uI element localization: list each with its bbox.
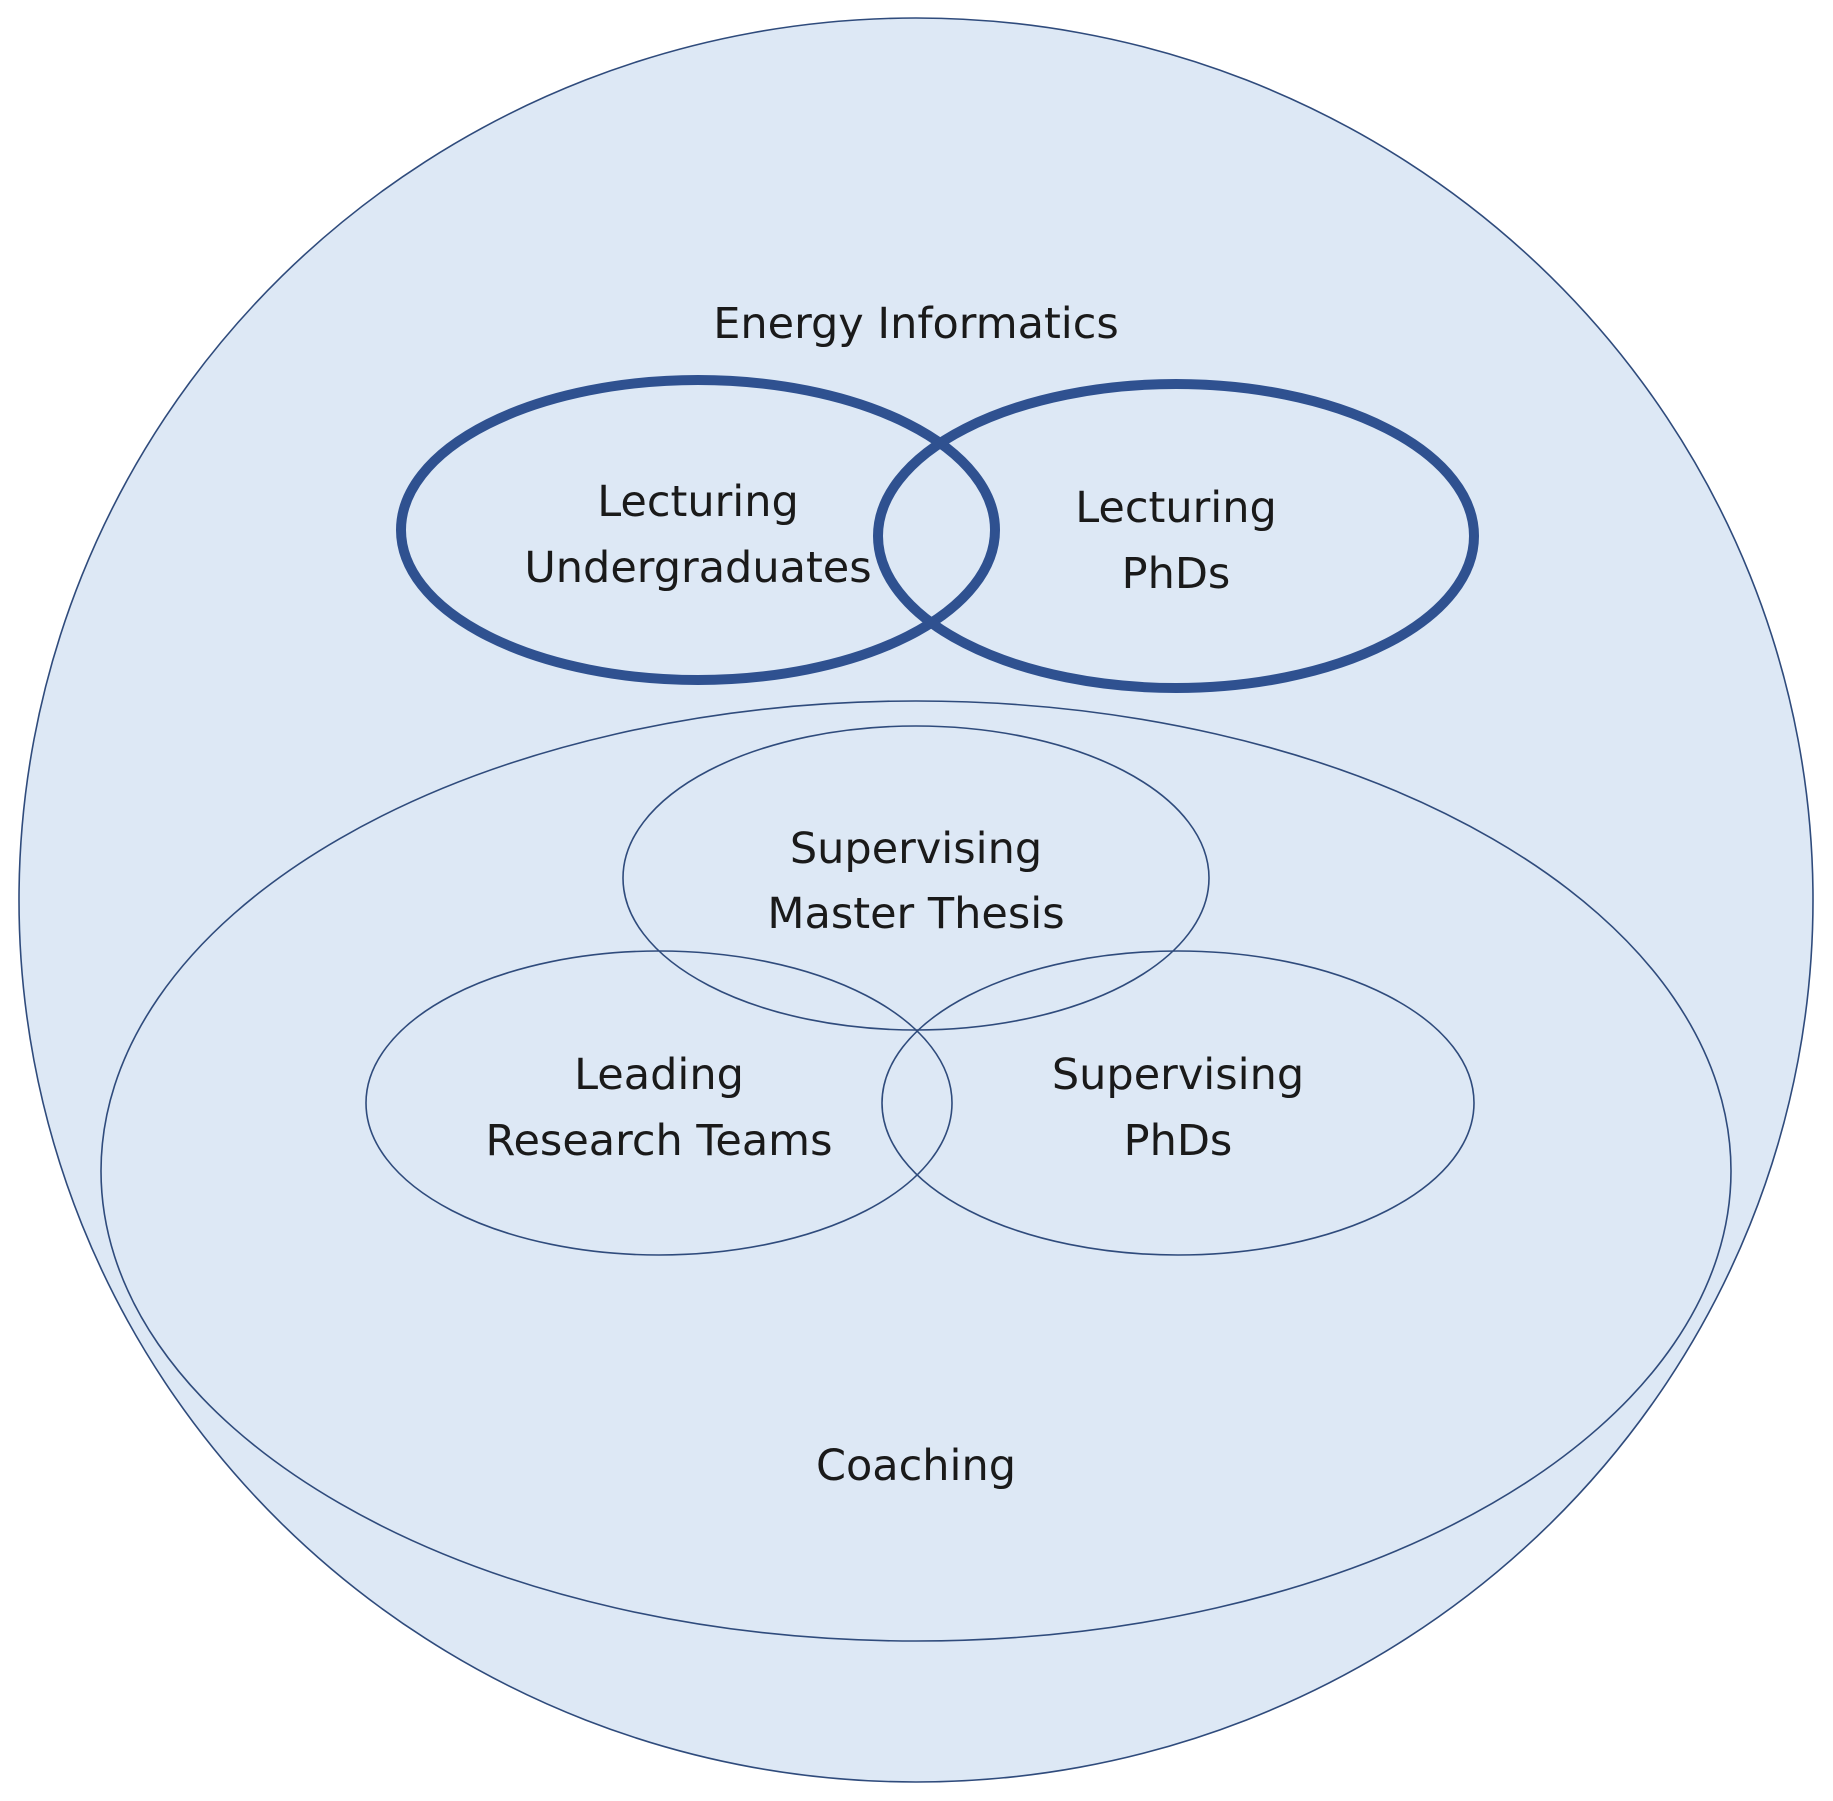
leading-research-teams-label-line1: Leading <box>574 1050 744 1100</box>
lecturing-undergraduates-label-line2: Undergraduates <box>524 543 871 593</box>
coaching-region <box>100 700 1732 1642</box>
energy-informatics-label: Energy Informatics <box>713 299 1119 349</box>
lecturing-undergraduates-label-line1: Lecturing <box>597 477 799 527</box>
lecturing-undergraduates-ellipse <box>396 375 1000 685</box>
lecturing-phds-label-line2: PhDs <box>1122 549 1231 599</box>
supervising-master-thesis-label-line2: Master Thesis <box>767 889 1064 939</box>
lecturing-phds-ellipse <box>873 379 1479 693</box>
leading-research-teams-label-line2: Research Teams <box>486 1116 833 1166</box>
lecturing-phds-label-line1: Lecturing <box>1075 483 1277 533</box>
supervising-phds-ellipse <box>881 950 1475 1256</box>
energy-informatics-region <box>18 17 1814 1783</box>
supervising-master-thesis-label-line1: Supervising <box>790 824 1042 874</box>
supervising-phds-label-line1: Supervising <box>1052 1050 1304 1100</box>
leading-research-teams-ellipse <box>365 950 953 1256</box>
supervising-phds-label-line2: PhDs <box>1124 1116 1233 1166</box>
coaching-label: Coaching <box>816 1441 1016 1491</box>
